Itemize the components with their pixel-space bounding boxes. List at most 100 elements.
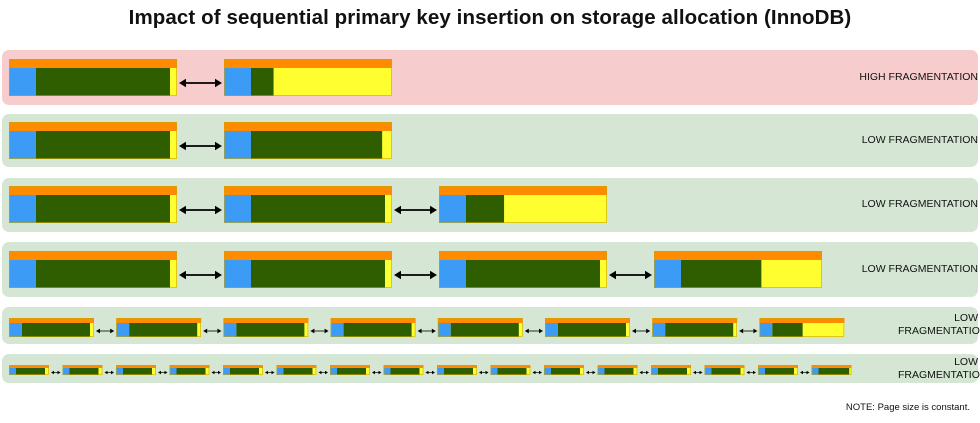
record-data [658,368,687,375]
page-header [223,365,263,368]
arrow-head-right [215,205,222,215]
page-header [223,318,309,323]
primary-key-block [224,68,251,96]
record-data [36,68,170,96]
data-page [224,59,392,96]
page-border [9,186,177,223]
page-link-arrow [158,370,168,375]
data-page [597,365,638,375]
data-page [545,318,630,337]
page-header [9,318,94,323]
arrow-head-left [179,205,186,215]
page-border [224,122,392,159]
data-page [9,59,177,96]
record-data [343,323,412,337]
primary-key-block [383,368,391,375]
primary-key-block [759,323,773,337]
arrow-head-left [532,370,536,375]
page-link-arrow [693,370,703,375]
record-data [36,131,170,159]
page-header [704,365,745,368]
page-header [652,318,738,323]
data-page [704,365,745,375]
row-pages [9,318,845,337]
arrow-head-left [394,205,401,215]
arrow-head-left [318,370,322,375]
diagram-title: Impact of sequential primary key inserti… [128,6,852,29]
page-link-arrow [609,270,652,280]
page-border [276,365,317,375]
record-data [466,260,600,288]
primary-key-block [651,368,658,375]
page-link-arrow [739,328,758,334]
primary-key-block [116,368,123,375]
page-header [651,365,691,368]
data-page [652,318,738,337]
row-label: LOW FRAGMENTATION [861,263,978,275]
page-border [116,318,201,337]
page-link-arrow [632,328,651,334]
record-data [390,368,420,375]
arrow-head-left [746,370,750,375]
record-data [283,368,313,375]
page-border [652,318,738,337]
data-page [330,365,370,375]
primary-key-block [223,368,230,375]
record-data [251,131,383,159]
page-link-arrow [179,205,222,215]
primary-key-block [9,195,36,223]
data-page [223,318,309,337]
page-link-arrow [211,370,221,375]
record-data [129,323,198,337]
primary-key-block [169,368,177,375]
page-border [545,318,630,337]
arrow-head-right [646,328,651,334]
primary-key-block [9,368,16,375]
record-data [450,323,519,337]
page-border [9,365,49,375]
data-page [651,365,691,375]
page-border [811,365,852,375]
record-data [772,323,803,337]
arrow-head-right [806,370,810,375]
page-link-arrow [524,328,543,334]
data-page [9,186,177,223]
page-header [62,365,103,368]
page-border [169,365,210,375]
data-page [437,318,523,337]
arrow-head-left [800,370,803,375]
page-border [9,318,94,337]
record-data [711,368,741,375]
arrow-head-right [218,370,221,375]
data-page [439,186,607,223]
arrow-head-left [203,328,208,334]
primary-key-block [704,368,712,375]
page-header [544,365,584,368]
record-data [251,195,385,223]
record-data [251,68,274,96]
page-border [437,318,523,337]
page-border [758,365,798,375]
page-link-arrow [394,205,437,215]
page-border [654,251,822,288]
page-link-arrow [104,370,114,375]
arrow-head-left [693,370,696,375]
arrow-head-right [753,328,758,334]
page-header [224,59,392,68]
page-border [224,59,392,96]
page-header [490,365,531,368]
page-border [9,122,177,159]
arrow-head-left [586,370,589,375]
primary-key-block [224,195,251,223]
page-border [544,365,584,375]
arrow-head-right [699,370,703,375]
primary-key-block [437,323,451,337]
page-header [654,251,822,260]
page-link-arrow [639,370,649,375]
page-link-arrow [51,370,61,375]
data-page [759,318,845,337]
row-label: HIGH FRAGMENTATION [859,71,978,83]
page-header [9,186,177,195]
arrow-head-left [96,328,100,334]
primary-key-block [439,260,466,288]
